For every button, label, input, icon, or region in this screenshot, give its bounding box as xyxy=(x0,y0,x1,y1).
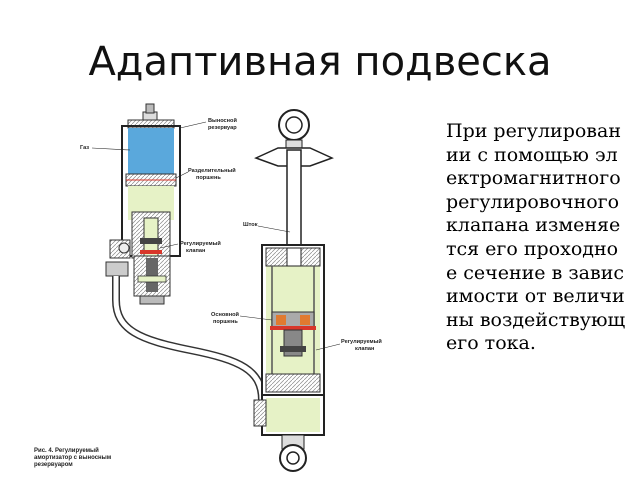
label-remote-reservoir-1: Выносной xyxy=(208,117,237,124)
figure-caption-line-3: резервуаром xyxy=(34,462,73,468)
gas-chamber xyxy=(128,128,174,174)
label-control-valve-left-1: Регулируемый xyxy=(180,240,221,247)
label-separating-piston-2: поршень xyxy=(196,175,221,181)
figure-caption-line-1: Рис. 4. Регулируемый xyxy=(34,447,99,454)
label-gas: Газ xyxy=(80,145,89,151)
remote-reservoir xyxy=(105,103,181,305)
figure-caption-line-2: амортизатор с выносным xyxy=(34,455,112,461)
slide-body-text: При регулировании с помощью электромагни… xyxy=(446,120,626,355)
label-rod: Шток xyxy=(243,222,258,228)
label-control-valve-left-2: клапан xyxy=(186,248,205,254)
label-main-piston-2: поршень xyxy=(213,319,238,325)
leader-lines xyxy=(91,121,341,351)
label-control-valve-right-1: Регулируемый xyxy=(341,338,382,345)
label-main-piston-1: Основной xyxy=(211,311,239,318)
main-damper xyxy=(253,109,334,472)
label-separating-piston-1: Разделительный xyxy=(188,167,236,174)
label-control-valve-right-2: клапан xyxy=(355,346,374,352)
label-remote-reservoir-2: резервуар xyxy=(208,125,237,131)
slide-title: Адаптивная подвеска xyxy=(88,39,552,85)
